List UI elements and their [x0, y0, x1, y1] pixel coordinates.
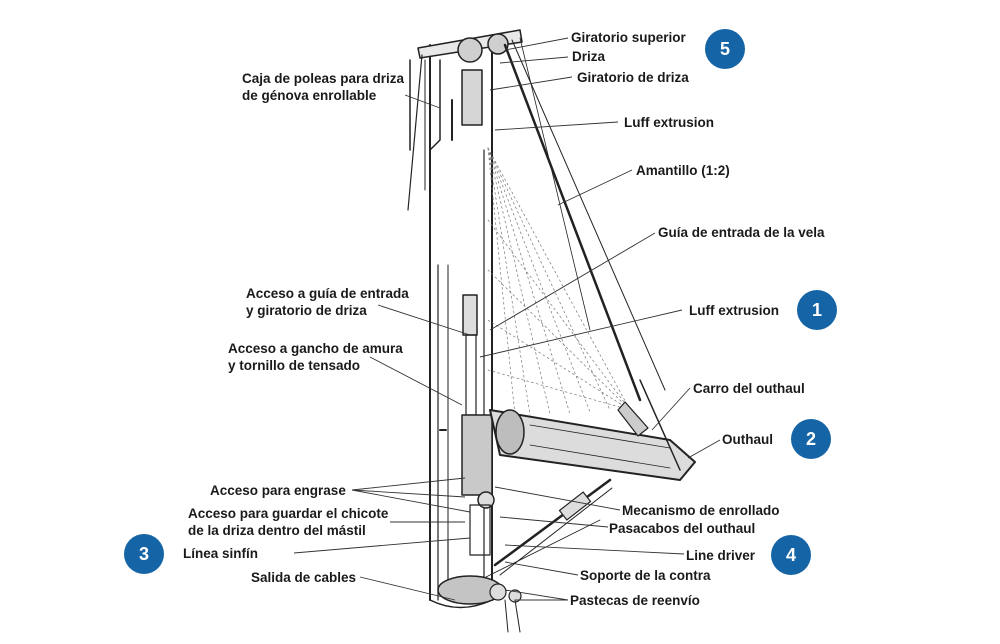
- badge-1: 1: [797, 290, 837, 330]
- inner-mechanism: [439, 294, 495, 591]
- badge-2: 2: [791, 419, 831, 459]
- mast-base: [437, 575, 522, 633]
- boom: [489, 379, 696, 481]
- label-acceso-chicote-line1: Acceso para guardar el chicote: [188, 506, 389, 521]
- label-giratorio-superior: Giratorio superior: [571, 30, 686, 45]
- label-outhaul: Outhaul: [722, 432, 773, 447]
- label-amantillo: Amantillo (1:2): [636, 163, 730, 178]
- label-pasacabos-outhaul: Pasacabos del outhaul: [609, 521, 756, 536]
- label-caja-poleas: Caja de poleas para driza de génova enro…: [242, 70, 404, 104]
- mast: [429, 44, 493, 609]
- label-line-driver: Line driver: [686, 548, 756, 563]
- label-acceso-guia-line2: y giratorio de driza: [246, 303, 367, 318]
- label-caja-poleas-line1: Caja de poleas para driza: [242, 71, 405, 86]
- label-carro-outhaul: Carro del outhaul: [693, 381, 805, 396]
- label-acceso-chicote: Acceso para guardar el chicote de la dri…: [188, 505, 388, 539]
- label-acceso-guia-line1: Acceso a guía de entrada: [246, 286, 409, 301]
- label-acceso-engrase: Acceso para engrase: [210, 483, 346, 498]
- label-acceso-gancho-line1: Acceso a gancho de amura: [228, 341, 403, 356]
- label-pastecas-reenvio: Pastecas de reenvío: [570, 593, 700, 608]
- label-acceso-gancho-line2: y tornillo de tensado: [228, 358, 361, 373]
- leader-lines: [293, 37, 721, 601]
- label-acceso-chicote-line2: de la driza dentro del mástil: [188, 523, 366, 538]
- label-acceso-guia: Acceso a guía de entrada y giratorio de …: [246, 285, 409, 319]
- label-salida-cables: Salida de cables: [251, 570, 357, 585]
- label-soporte-contra: Soporte de la contra: [580, 568, 711, 583]
- masthead: [407, 29, 523, 211]
- badge-3: 3: [124, 534, 164, 574]
- label-mecanismo-enrollado: Mecanismo de enrollado: [622, 503, 780, 518]
- label-driza: Driza: [572, 49, 606, 64]
- badge-5: 5: [705, 29, 745, 69]
- label-linea-sinfin: Línea sinfín: [183, 546, 259, 561]
- label-guia-entrada-vela: Guía de entrada de la vela: [658, 225, 825, 240]
- label-luff-extrusion-mid: Luff extrusion: [689, 303, 779, 318]
- label-giratorio-driza: Giratorio de driza: [577, 70, 689, 85]
- label-caja-poleas-line2: de génova enrollable: [242, 88, 377, 103]
- rigging: [503, 37, 666, 402]
- label-acceso-gancho: Acceso a gancho de amura y tornillo de t…: [228, 340, 403, 374]
- label-luff-extrusion-top: Luff extrusion: [624, 115, 714, 130]
- badge-4: 4: [771, 535, 811, 575]
- vang: [479, 478, 613, 581]
- sail-fan: [487, 147, 631, 416]
